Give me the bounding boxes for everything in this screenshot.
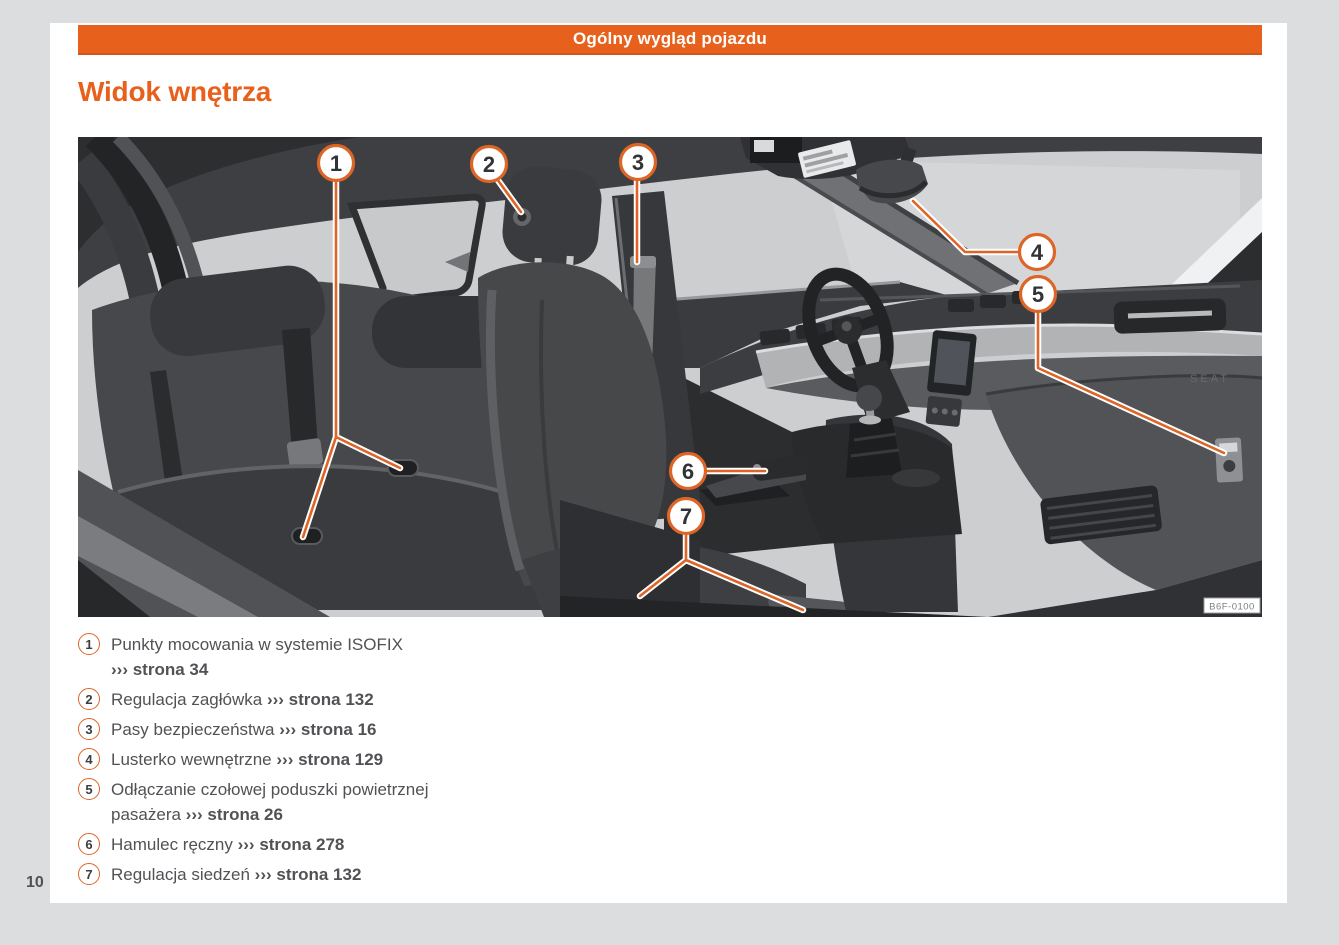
glovebox bbox=[986, 375, 1262, 590]
handbrake-lever bbox=[700, 455, 810, 506]
callout-circle-1 bbox=[316, 143, 356, 183]
legend-page-ref: ››› strona 129 bbox=[276, 750, 384, 769]
legend-page-ref: ››› strona 16 bbox=[279, 720, 377, 739]
callout-number-2: 2 bbox=[483, 152, 495, 177]
legend-label: Regulacja siedzeń bbox=[111, 865, 250, 884]
image-code-tag: B6F-0100 bbox=[1203, 597, 1261, 614]
callout-circle-3 bbox=[618, 142, 658, 182]
interior-view-figure: SEAT bbox=[78, 137, 1262, 617]
legend-item-6: 6 Hamulec ręczny ››› strona 278 bbox=[78, 832, 498, 857]
car-interior-illustration: SEAT bbox=[78, 137, 1262, 617]
right-air-vent bbox=[1113, 298, 1227, 334]
callout-legend: 1 Punkty mocowania w systemie ISOFIX ›››… bbox=[78, 632, 498, 892]
exterior-mirror-through-glass bbox=[445, 252, 470, 272]
brand-emboss: SEAT bbox=[1190, 373, 1230, 385]
callout-circle-7 bbox=[666, 496, 706, 536]
rear-headrest-left bbox=[150, 265, 325, 357]
legend-page-ref: ››› strona 26 bbox=[185, 805, 283, 824]
legend-item-4: 4 Lusterko wewnętrzne ››› strona 129 bbox=[78, 747, 498, 772]
airbag-warning-label bbox=[798, 140, 856, 178]
legend-label: Odłączanie czołowej poduszki powietrz­ne… bbox=[111, 780, 429, 824]
callout-leader-lines bbox=[299, 175, 1228, 614]
callout-number-3: 3 bbox=[632, 150, 644, 175]
page-number: 10 bbox=[26, 874, 44, 891]
legend-label: Pasy bezpieczeństwa bbox=[111, 720, 275, 739]
callout-badges: 1 2 3 4 5 6 7 bbox=[316, 142, 1058, 536]
callout-number-4: 4 bbox=[1031, 240, 1044, 265]
callout-number-6: 6 bbox=[682, 459, 694, 484]
gear-boot bbox=[846, 418, 902, 478]
legend-number-badge: 1 bbox=[78, 633, 100, 655]
legend-page-ref: ››› strona 132 bbox=[254, 865, 362, 884]
front-headrest bbox=[502, 166, 602, 266]
callout-number-7: 7 bbox=[680, 504, 692, 529]
door-storage-grille bbox=[1040, 485, 1162, 545]
rear-view-mirror bbox=[856, 146, 928, 204]
floor-and-sill bbox=[78, 470, 988, 617]
chapter-title: Ogólny wygląd pojazdu bbox=[572, 29, 768, 48]
legend-item-3: 3 Pasy bezpieczeństwa ››› strona 16 bbox=[78, 717, 498, 742]
legend-number-badge: 2 bbox=[78, 688, 100, 710]
legend-item-7: 7 Regulacja siedzeń ››› strona 132 bbox=[78, 862, 498, 887]
passenger-door-panel bbox=[988, 485, 1262, 617]
leader-1-isofix bbox=[301, 179, 402, 539]
center-console bbox=[792, 385, 962, 544]
sun-visor bbox=[740, 137, 910, 179]
callout-circle-5 bbox=[1018, 274, 1058, 314]
legend-number-badge: 5 bbox=[78, 778, 100, 800]
leader-4-mirror bbox=[911, 199, 1021, 254]
legend-item-1: 1 Punkty mocowania w systemie ISOFIX ›››… bbox=[78, 632, 498, 682]
image-code: B6F-0100 bbox=[1209, 602, 1255, 613]
page-title: Widok wnętrza bbox=[78, 76, 272, 107]
leader-7-seat-adjust bbox=[638, 533, 805, 612]
legend-label: Regulacja zagłówka bbox=[111, 690, 263, 709]
legend-label: Hamulec ręczny bbox=[111, 835, 233, 854]
callout-circle-4 bbox=[1017, 232, 1057, 272]
seat-backrest bbox=[478, 262, 667, 586]
callout-circle-2 bbox=[469, 144, 509, 184]
callout-circle-6 bbox=[668, 451, 708, 491]
legend-page-ref: ››› strona 132 bbox=[266, 690, 374, 709]
gear-knob bbox=[856, 385, 882, 411]
legend-number-badge: 3 bbox=[78, 718, 100, 740]
legend-number-badge: 7 bbox=[78, 863, 100, 885]
legend-number-badge: 6 bbox=[78, 833, 100, 855]
chapter-header-bar: Ogólny wygląd pojazdu bbox=[78, 25, 1262, 55]
callout-number-5: 5 bbox=[1032, 282, 1044, 307]
rear-belt-strap bbox=[282, 328, 318, 452]
windshield bbox=[820, 160, 1240, 300]
legend-item-5: 5 Odłączanie czołowej poduszki powietrz­… bbox=[78, 777, 498, 827]
leader-5-airbag-switch bbox=[1036, 310, 1226, 455]
legend-label: Lusterko wewnętrzne bbox=[111, 750, 272, 769]
legend-page-ref: ››› strona 278 bbox=[237, 835, 345, 854]
infotainment-screen bbox=[925, 330, 977, 427]
legend-page-ref: ››› strona 34 bbox=[111, 660, 209, 679]
rear-belt-buckle bbox=[286, 438, 324, 468]
legend-item-2: 2 Regulacja zagłówka ››› strona 132 bbox=[78, 687, 498, 712]
callout-number-1: 1 bbox=[330, 151, 342, 176]
legend-number-badge: 4 bbox=[78, 748, 100, 770]
leader-2-headrest bbox=[495, 177, 523, 214]
passenger-airbag-switch bbox=[1215, 437, 1243, 483]
legend-label: Punkty mocowania w systemie ISOFIX bbox=[111, 635, 403, 654]
